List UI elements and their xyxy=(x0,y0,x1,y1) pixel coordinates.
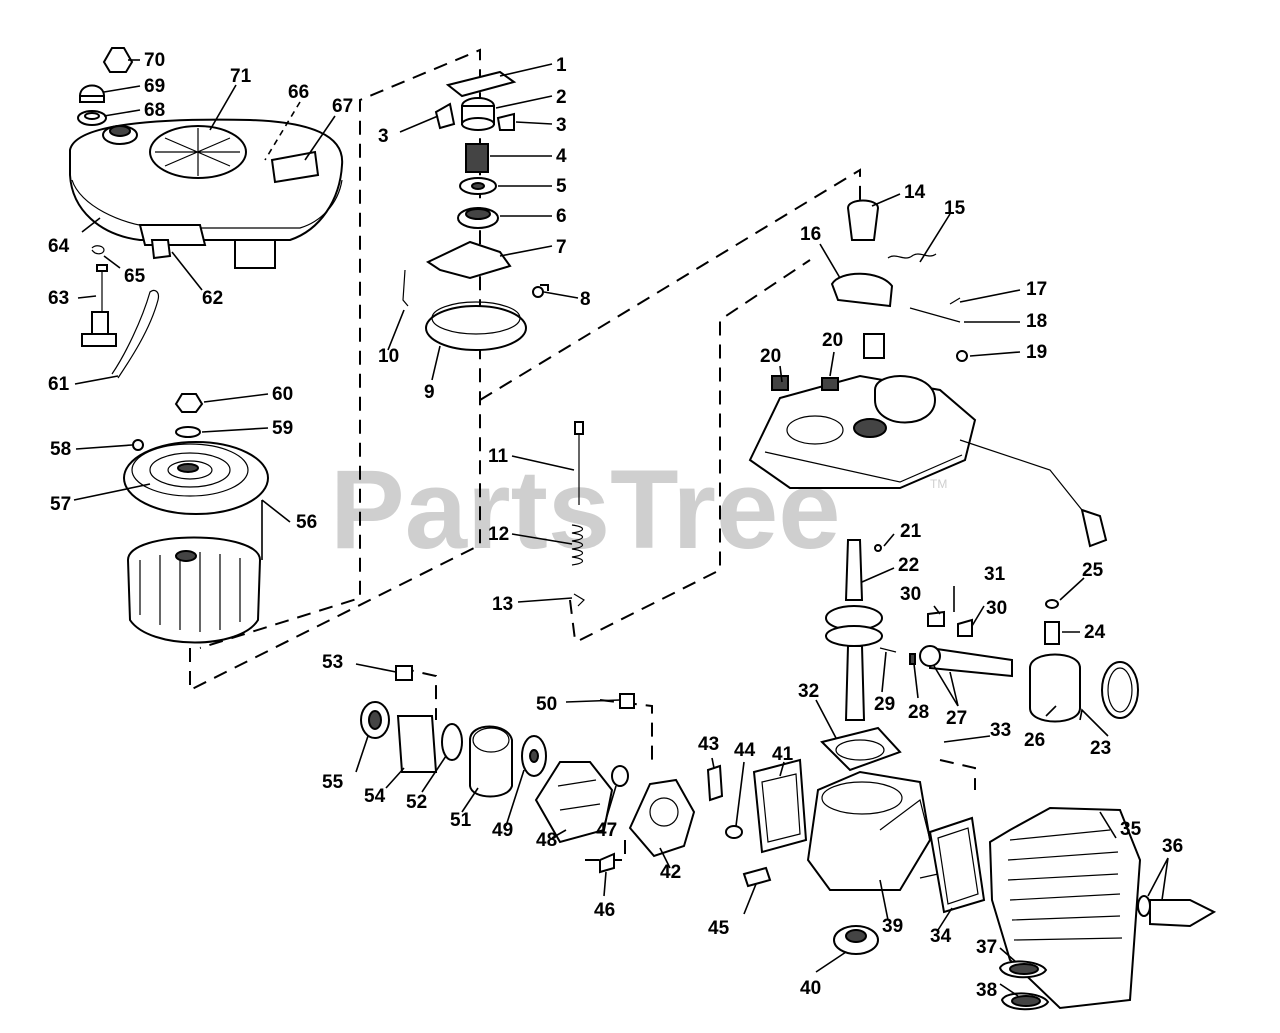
cylinder-illustration xyxy=(919,806,1217,1011)
callout-69: 69 xyxy=(144,76,165,97)
callout-61: 61 xyxy=(48,374,70,395)
callout-60: 60 xyxy=(272,384,293,405)
callout-35: 35 xyxy=(1120,819,1142,840)
callout-62: 62 xyxy=(202,288,223,309)
callout-71: 71 xyxy=(230,66,252,87)
callout-45: 45 xyxy=(708,918,730,939)
callout-10: 10 xyxy=(378,346,399,367)
callout-28: 28 xyxy=(908,702,929,723)
callout-27: 27 xyxy=(946,708,967,729)
callout-17: 17 xyxy=(1026,279,1047,300)
callout-49: 49 xyxy=(492,820,513,841)
callout-68: 68 xyxy=(144,100,165,121)
callout-65: 65 xyxy=(124,266,146,287)
callout-39: 39 xyxy=(882,916,903,937)
fuel-tank-illustration xyxy=(69,118,344,269)
callout-46: 46 xyxy=(594,900,615,921)
fuel-valve-illustration xyxy=(81,239,172,379)
callout-44: 44 xyxy=(734,740,756,761)
callout-14: 14 xyxy=(904,182,926,203)
watermark-trademark: TM xyxy=(930,477,947,491)
callout-31: 31 xyxy=(984,564,1006,585)
callout-47: 47 xyxy=(596,820,617,841)
callout-11: 11 xyxy=(488,446,509,467)
leader-lines xyxy=(73,59,1169,997)
callout-38: 38 xyxy=(976,980,997,1001)
callout-56: 56 xyxy=(296,512,317,533)
callout-54: 54 xyxy=(364,786,386,807)
crankshaft-illustration xyxy=(825,539,883,721)
crankcase-illustration xyxy=(752,726,932,891)
callout-40: 40 xyxy=(800,978,821,999)
callout-26: 26 xyxy=(1024,730,1045,751)
callout-20-right: 20 xyxy=(822,330,843,351)
callout-41: 41 xyxy=(772,744,794,765)
callout-20-left: 20 xyxy=(760,346,781,367)
callout-3-left: 3 xyxy=(378,126,389,147)
callout-57: 57 xyxy=(50,494,71,515)
callout-30-left: 30 xyxy=(900,584,921,605)
callout-24: 24 xyxy=(1084,622,1106,643)
callout-51: 51 xyxy=(450,810,472,831)
callout-21: 21 xyxy=(900,521,922,542)
callout-67: 67 xyxy=(332,96,353,117)
callout-53: 53 xyxy=(322,652,343,673)
flywheel-nut-illustration xyxy=(174,393,204,438)
carburetor-body-illustration xyxy=(748,199,1108,548)
callout-63: 63 xyxy=(48,288,69,309)
flywheel-illustration xyxy=(123,439,269,644)
callout-48: 48 xyxy=(536,830,557,851)
callout-9: 9 xyxy=(424,382,435,403)
callout-5: 5 xyxy=(556,176,567,197)
fuel-cap-illustration xyxy=(77,47,134,126)
callout-16: 16 xyxy=(800,224,821,245)
callout-labels: 1 2 3 3 4 5 6 7 8 9 10 11 12 13 14 15 16… xyxy=(48,50,1183,1001)
callout-59: 59 xyxy=(272,418,293,439)
watermark-text: PartsTree xyxy=(330,447,841,572)
callout-33: 33 xyxy=(990,720,1011,741)
callout-50: 50 xyxy=(536,694,557,715)
callout-29: 29 xyxy=(874,694,895,715)
callout-18: 18 xyxy=(1026,311,1047,332)
callout-2: 2 xyxy=(556,87,567,108)
callout-13: 13 xyxy=(492,594,513,615)
callout-34: 34 xyxy=(930,926,952,947)
callout-6: 6 xyxy=(556,206,567,227)
callout-66: 66 xyxy=(288,82,309,103)
callout-23: 23 xyxy=(1090,738,1111,759)
callout-1: 1 xyxy=(556,55,567,76)
piston-rod-illustration xyxy=(879,599,1139,723)
callout-25: 25 xyxy=(1082,560,1104,581)
callout-15: 15 xyxy=(944,198,966,219)
callout-55: 55 xyxy=(322,772,344,793)
seal-illustration xyxy=(706,764,879,955)
callout-42: 42 xyxy=(660,862,681,883)
needle-valve-illustration xyxy=(571,421,585,607)
callout-22: 22 xyxy=(898,555,919,576)
callout-3-right: 3 xyxy=(556,115,567,136)
callout-32: 32 xyxy=(798,681,819,702)
callout-12: 12 xyxy=(488,524,509,545)
callout-7: 7 xyxy=(556,237,567,258)
callout-19: 19 xyxy=(1026,342,1047,363)
callout-36: 36 xyxy=(1162,836,1183,857)
callout-4: 4 xyxy=(556,146,567,167)
callout-43: 43 xyxy=(698,734,719,755)
callout-52: 52 xyxy=(406,792,427,813)
callout-30-right: 30 xyxy=(986,598,1007,619)
callout-8: 8 xyxy=(580,289,591,310)
callout-70: 70 xyxy=(144,50,165,71)
intake-illustration xyxy=(360,665,696,874)
callout-64: 64 xyxy=(48,236,70,257)
callout-37: 37 xyxy=(976,937,997,958)
callout-58: 58 xyxy=(50,439,71,460)
starter-parts-illustration xyxy=(402,70,544,351)
